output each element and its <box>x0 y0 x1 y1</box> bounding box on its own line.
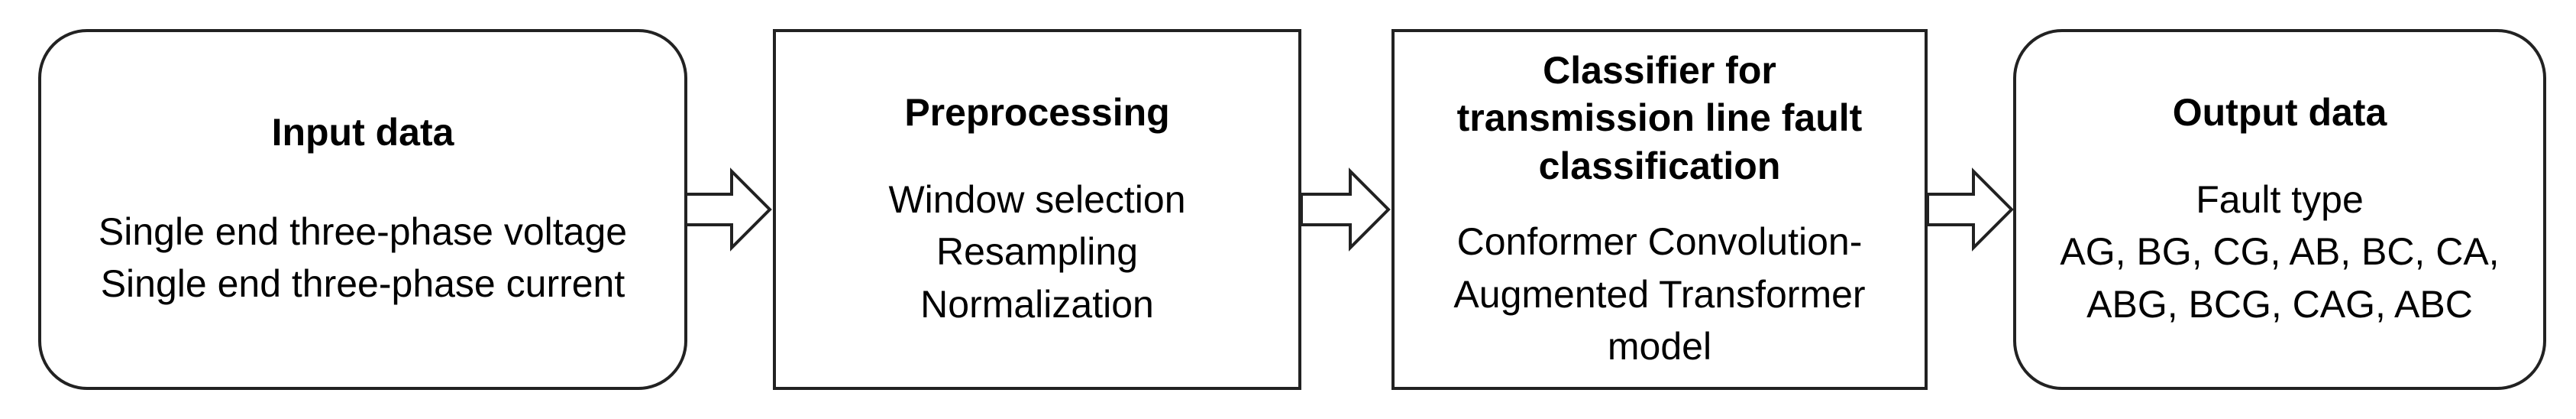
classifier-block: Classifier for transmission line fault c… <box>1391 29 1928 390</box>
input-line-current: Single end three-phase current <box>100 262 625 306</box>
output-data-title: Output data <box>2172 91 2387 134</box>
preprocessing-title: Preprocessing <box>904 91 1170 134</box>
input-data-title: Input data <box>271 111 454 154</box>
classifier-title-line-2: transmission line fault <box>1456 96 1863 139</box>
input-line-voltage: Single end three-phase voltage <box>98 210 628 253</box>
output-line-faults-1: AG, BG, CG, AB, BC, CA, <box>2060 230 2500 273</box>
output-line-faults-2: ABG, BCG, CAG, ABC <box>2086 282 2473 326</box>
classifier-line-1: Conformer Convolution- <box>1456 220 1863 263</box>
arrow-classifier-to-output <box>1926 167 2014 252</box>
preprocessing-line-normalization: Normalization <box>920 282 1154 326</box>
preprocessing-line-window: Window selection <box>888 177 1186 221</box>
classifier-title-line-3: classification <box>1538 144 1781 187</box>
classifier-body: Conformer Convolution- Augmented Transfo… <box>1453 216 1865 373</box>
classifier-line-3: model <box>1607 325 1712 368</box>
arrow-input-to-preprocessing <box>684 167 772 252</box>
classifier-line-2: Augmented Transformer <box>1453 272 1866 316</box>
preprocessing-body: Window selection Resampling Normalizatio… <box>888 174 1185 331</box>
preprocessing-block: Preprocessing Window selection Resamplin… <box>773 29 1301 390</box>
classifier-title-line-1: Classifier for <box>1543 48 1776 92</box>
arrow-preprocessing-to-classifier <box>1300 167 1391 252</box>
input-data-body: Single end three-phase voltage Single en… <box>99 206 627 310</box>
output-data-body: Fault type AG, BG, CG, AB, BC, CA, ABG, … <box>2060 174 2499 331</box>
output-data-block: Output data Fault type AG, BG, CG, AB, B… <box>2013 29 2546 390</box>
preprocessing-line-resampling: Resampling <box>936 230 1138 273</box>
classifier-title: Classifier for transmission line fault c… <box>1457 47 1863 190</box>
input-data-block: Input data Single end three-phase voltag… <box>38 29 687 390</box>
output-line-fault-type: Fault type <box>2196 177 2364 221</box>
